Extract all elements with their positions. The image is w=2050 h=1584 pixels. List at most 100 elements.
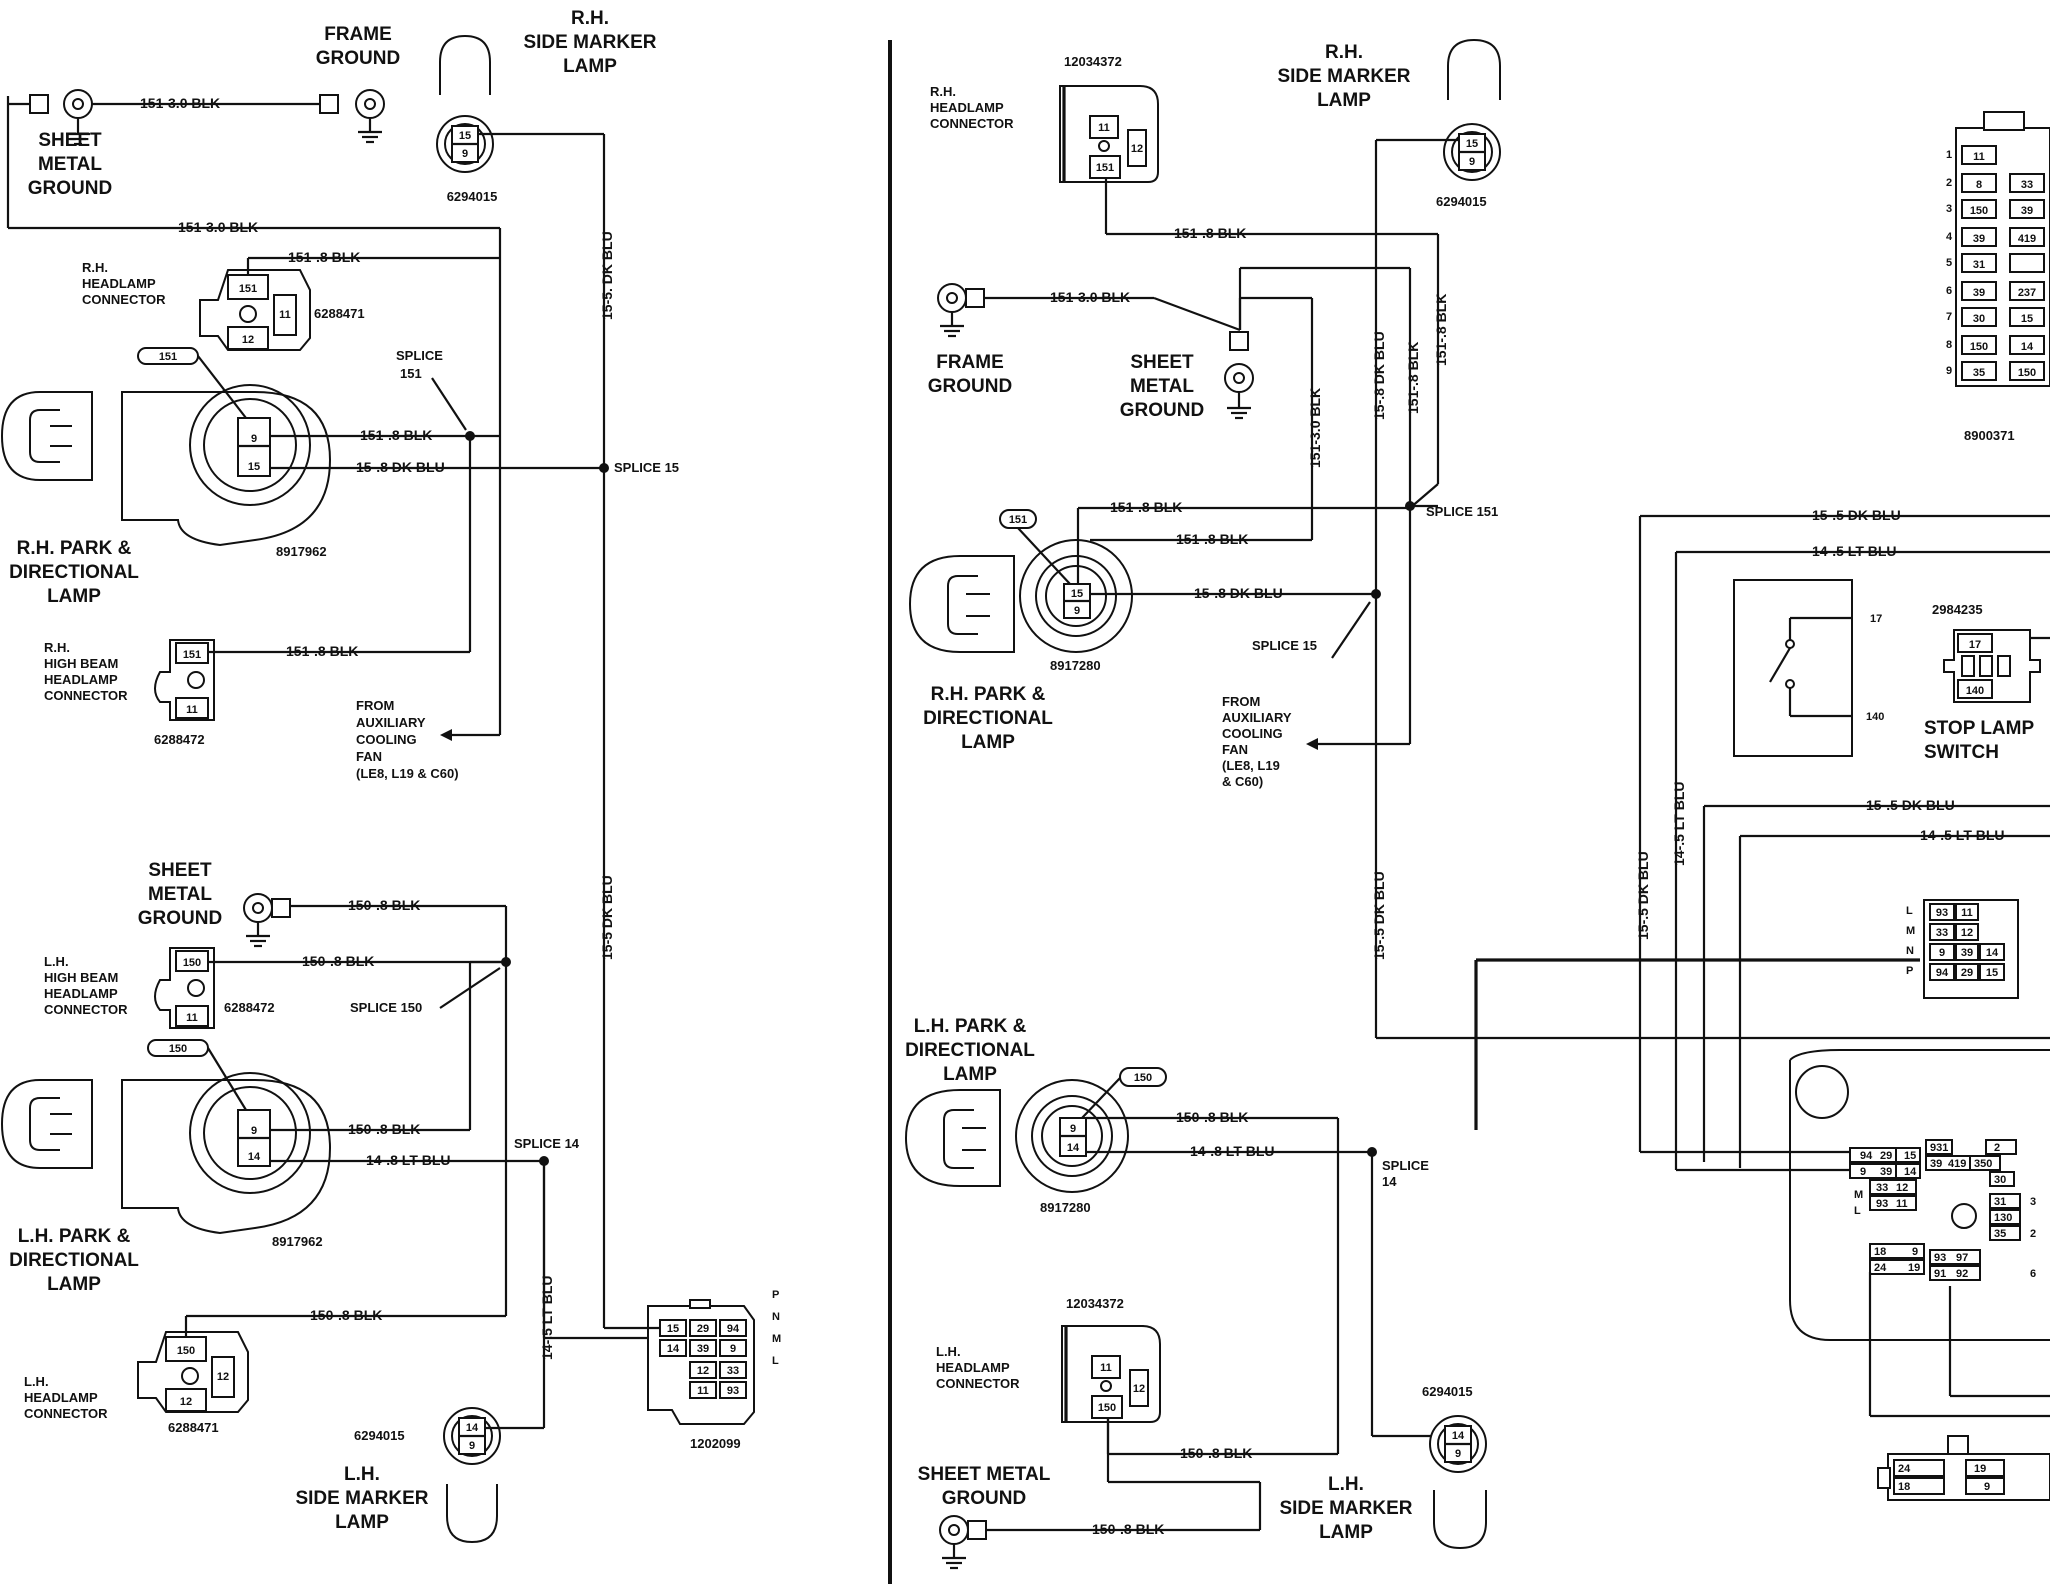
svg-text:HEADLAMP: HEADLAMP [44, 672, 118, 687]
splice-label: SPLICE 15 [1252, 638, 1317, 653]
svg-text:11: 11 [1961, 907, 1973, 919]
svg-text:METAL: METAL [148, 884, 212, 905]
svg-text:(LE8, L19 & C60): (LE8, L19 & C60) [356, 766, 459, 781]
svg-text:6: 6 [2030, 1268, 2036, 1280]
svg-text:CONNECTOR: CONNECTOR [930, 116, 1014, 131]
right-panel: 12034372 R.H. HEADLAMP CONNECTOR 11 151 … [904, 38, 2050, 1570]
connector-mid-right: 93 11 33 12 9 39 14 94 29 15 L M N P [1906, 899, 2019, 999]
svg-text:3: 3 [1946, 203, 1952, 215]
svg-text:35: 35 [1994, 1228, 2006, 1240]
svg-text:39: 39 [1973, 287, 1985, 299]
svg-text:9: 9 [1074, 605, 1080, 617]
from-aux-cooling-fan: FROM AUXILIARY COOLING FAN (LE8, L19 & C… [356, 698, 500, 781]
svg-text:FROM: FROM [356, 698, 394, 713]
splice-label: SPLICE [396, 348, 443, 363]
svg-text:17: 17 [1870, 613, 1882, 625]
wire-label: 151-.8 BLK [1433, 294, 1449, 366]
svg-text:130: 130 [1994, 1212, 2012, 1224]
svg-text:15: 15 [1986, 967, 1998, 979]
svg-text:39: 39 [697, 1343, 709, 1355]
svg-text:15: 15 [1904, 1150, 1916, 1162]
svg-text:L.H.: L.H. [936, 1344, 961, 1359]
svg-text:39: 39 [1930, 1158, 1942, 1170]
svg-text:9: 9 [469, 1440, 475, 1452]
wire-label: 150-.8 BLK [310, 1307, 382, 1323]
wire-label: 151-3.0 BLK [178, 219, 258, 235]
rh-headlamp-connector-right: 12034372 R.H. HEADLAMP CONNECTOR 11 151 … [930, 54, 1159, 183]
svg-text:12: 12 [217, 1371, 229, 1383]
svg-text:COOLING: COOLING [1222, 726, 1283, 741]
svg-text:LAMP: LAMP [47, 1274, 101, 1295]
wire-label: 14-.5 LT BLU [1671, 781, 1687, 866]
lh-park-directional-lamp: 9 14 150 L.H. PARK & DIRECTIONAL LAMP 89… [0, 1039, 332, 1295]
svg-text:LAMP: LAMP [335, 1512, 389, 1533]
svg-text:11: 11 [1973, 151, 1985, 163]
svg-text:M: M [772, 1333, 781, 1345]
svg-text:33: 33 [1936, 927, 1948, 939]
splice-label: SPLICE [1382, 1158, 1429, 1173]
svg-text:GROUND: GROUND [928, 376, 1012, 397]
svg-text:CONNECTOR: CONNECTOR [936, 1376, 1020, 1391]
svg-text:SHEET METAL: SHEET METAL [918, 1464, 1051, 1485]
svg-text:9: 9 [1912, 1246, 1918, 1258]
svg-text:30: 30 [1973, 313, 1985, 325]
svg-text:14: 14 [1452, 1430, 1465, 1442]
svg-text:94: 94 [1860, 1150, 1873, 1162]
svg-text:L.H.: L.H. [44, 954, 69, 969]
splice-label: SPLICE 151 [1426, 504, 1498, 519]
svg-text:5: 5 [1946, 257, 1952, 269]
svg-text:33: 33 [727, 1365, 739, 1377]
svg-text:29: 29 [1880, 1150, 1892, 1162]
wire-label: 14-.5 LT BLU [539, 1275, 555, 1360]
svg-text:LAMP: LAMP [1317, 90, 1371, 111]
svg-text:SIDE MARKER: SIDE MARKER [1277, 66, 1410, 87]
wire-label: 15-5. DK BLU [599, 231, 615, 320]
svg-text:33: 33 [1876, 1182, 1888, 1194]
circuit-tag: 151 [159, 351, 177, 363]
svg-text:97: 97 [1956, 1252, 1968, 1264]
svg-text:METAL: METAL [1130, 376, 1194, 397]
wire-label: 150-.8 BLK [1180, 1445, 1252, 1461]
svg-text:L: L [1906, 905, 1913, 917]
wire-label: 14-.5 LT BLU [1812, 543, 1897, 559]
wire-label: 151-.8 BLK [288, 249, 360, 265]
svg-text:7: 7 [1946, 311, 1952, 323]
svg-text:17: 17 [1969, 639, 1981, 651]
wire-label: 151-.8 BLK [1110, 499, 1182, 515]
svg-text:L.H. PARK &: L.H. PARK & [914, 1016, 1027, 1037]
svg-text:11: 11 [1098, 122, 1110, 134]
wire-label: 15-.5 DK BLU [1371, 871, 1387, 960]
svg-text:11: 11 [279, 309, 291, 321]
part-number: 12034372 [1064, 54, 1122, 69]
svg-text:R.H.: R.H. [44, 640, 70, 655]
part-number: 8900371 [1964, 428, 2015, 443]
circuit-tag: 150 [1134, 1072, 1152, 1084]
svg-text:SIDE MARKER: SIDE MARKER [295, 1488, 428, 1509]
part-number: 2984235 [1932, 602, 1983, 617]
svg-text:FAN: FAN [356, 749, 382, 764]
svg-text:140: 140 [1866, 711, 1884, 723]
svg-text:35: 35 [1973, 367, 1985, 379]
svg-text:SHEET: SHEET [148, 860, 212, 881]
part-number: 6294015 [447, 189, 498, 204]
svg-text:DIRECTIONAL: DIRECTIONAL [905, 1040, 1035, 1061]
svg-text:HIGH BEAM: HIGH BEAM [44, 970, 118, 985]
lh-side-marker-lamp-right: 6294015 14 9 L.H. SIDE MARKER LAMP [1279, 1384, 1487, 1550]
wire-label: 14-.8 LT BLU [1190, 1143, 1275, 1159]
wire-label: 15-5 DK BLU [599, 875, 615, 960]
part-number: 12034372 [1066, 1296, 1124, 1311]
svg-text:11: 11 [697, 1385, 709, 1397]
splice-label: SPLICE 15 [614, 460, 679, 475]
lh-headlamp-connector: L.H. HEADLAMP CONNECTOR 150 12 12 628847… [24, 1331, 249, 1435]
svg-text:8: 8 [1946, 339, 1952, 351]
svg-text:30: 30 [1994, 1174, 2006, 1186]
svg-text:P: P [772, 1289, 779, 1301]
svg-text:11: 11 [1896, 1198, 1908, 1210]
svg-text:LAMP: LAMP [961, 732, 1015, 753]
svg-text:R.H.: R.H. [1325, 42, 1363, 63]
svg-text:11: 11 [186, 704, 198, 716]
